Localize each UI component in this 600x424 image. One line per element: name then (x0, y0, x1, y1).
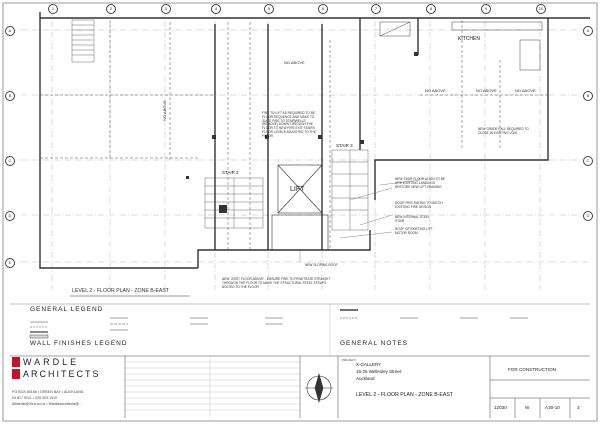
no-above-tag: NO ABOVE (476, 88, 497, 93)
grid-bubble: D (5, 211, 15, 221)
room-label-kitchen: KITCHEN (458, 36, 480, 42)
company-name-line1: WARDLE (23, 357, 80, 367)
plan-annotation: NEW SLOPING ROOF (305, 263, 338, 267)
wall-finishes-legend-title: WALL FINISHES LEGEND (30, 340, 128, 347)
grid-bubble: 4 (211, 4, 221, 14)
grid-bubble: 8 (426, 4, 436, 14)
no-above-tag: NO ABOVE (161, 100, 167, 121)
plan-annotation: ROOF OF EXISTING LIFT MOTOR ROOM (395, 227, 433, 235)
grid-bubble: A (5, 26, 15, 36)
grid-bubble: 1 (48, 4, 58, 14)
project-city: Auckland (356, 376, 375, 381)
company-name-line2: ARCHITECTS (23, 369, 101, 379)
plan-annotation: FIRE TO LIFT AS REQUIRED TO BE FLOOR SEQ… (262, 111, 316, 138)
grid-bubble: B (5, 91, 15, 101)
grid-bubble: 3 (161, 4, 171, 14)
project-name: X-GALLERY (356, 362, 382, 367)
plan-annotation: DOOR FIRE RATING TO MATCH EXISTING FIRE … (395, 201, 443, 209)
company-phone: 09 817 9211 • 029 303 1010 (12, 396, 57, 400)
plan-annotation: NEW GRADE FALL REQUIRED TO CLOSE IN EXIS… (478, 127, 529, 135)
sheet-number: A30-10 (545, 405, 560, 410)
no-above-tag: NO ABOVE (515, 88, 536, 93)
grid-bubble: 9 (481, 4, 491, 14)
plan-annotation: NEW STAIR FLOOR ALIGN TO BE SITE EXISTIN… (395, 177, 445, 189)
plan-annotation: NEW 'JOIST FLOOR ABOVE' - ENSURE FIRE TO… (222, 277, 331, 289)
grid-bubble: C (5, 156, 15, 166)
grid-bubble: 7 (371, 4, 381, 14)
project-label: PROJECT (342, 358, 357, 362)
grid-bubble: C (583, 156, 593, 166)
company-email: AWardle@Xtra.co.nz • Wardlearchitects@..… (12, 402, 82, 406)
general-legend-title: GENERAL LEGEND (30, 306, 104, 313)
room-label-stair-3: STAIR 3 (336, 143, 353, 148)
grid-bubble: E (5, 258, 15, 268)
sheet-title: LEVEL 2 - FLOOR PLAN - ZONE B-EAST (356, 392, 453, 398)
grid-bubble: B (583, 91, 593, 101)
revision-number: 3 (577, 405, 580, 410)
issue-status: FOR CONSTRUCTION (508, 367, 556, 372)
grid-bubble: 5 (264, 4, 274, 14)
grid-bubble: A (583, 26, 593, 36)
project-address: 15-26 Wellesley Street (356, 369, 402, 374)
company-logo: WARDLE ARCHITECTS (12, 357, 122, 385)
grid-bubble: 10 (536, 4, 546, 14)
no-above-tag: NO ABOVE (284, 60, 305, 65)
plan-title: LEVEL 2 - FLOOR PLAN - ZONE B-EAST (72, 288, 169, 294)
general-notes-title: GENERAL NOTES (340, 340, 409, 347)
no-above-tag: NO ABOVE (425, 88, 446, 93)
plan-annotation: NEW INTERNAL STEEL STAIR (395, 215, 430, 223)
job-number: 12030 (494, 405, 507, 410)
grid-bubble: 2 (106, 4, 116, 14)
room-label-lift: LIFT (290, 186, 305, 193)
grid-bubble: D (583, 211, 593, 221)
grid-bubble: 6 (318, 4, 328, 14)
room-label-stair-2: STAIR 2 (222, 170, 239, 175)
company-address: PO BOX 80166 • GREEN BAY • AUCKLAND (12, 390, 84, 394)
drawing-stage: W (525, 405, 530, 410)
